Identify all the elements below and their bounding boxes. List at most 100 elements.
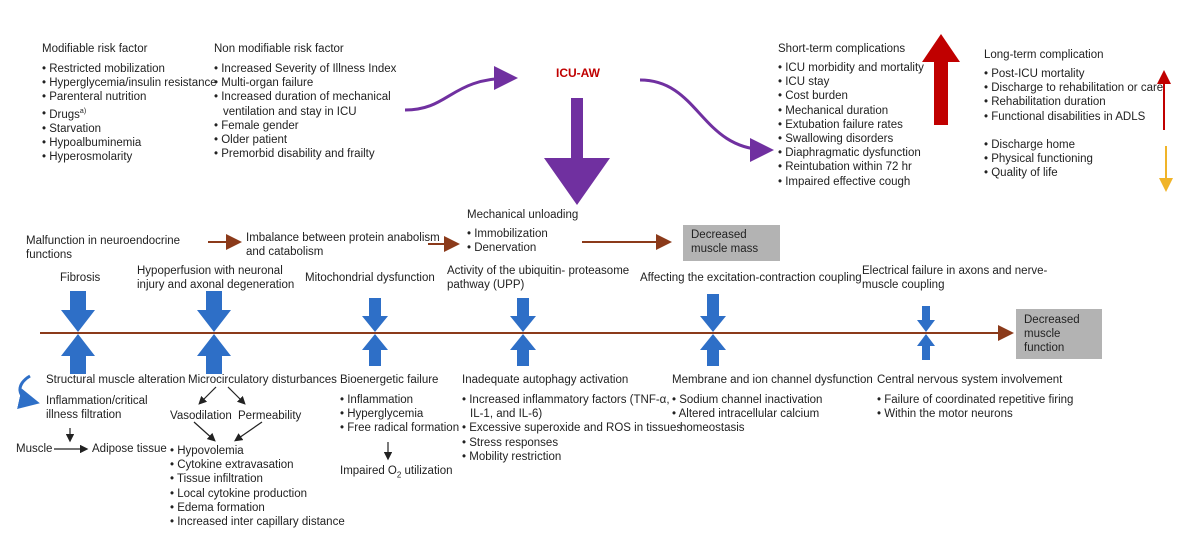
list-item: Excessive superoxide and ROS in tissues [462,421,682,435]
hypoperfusion-line: injury and axonal degeneration [137,279,295,292]
list-item: Hypovolemia [170,444,345,458]
list-item: Stress responses [462,436,682,450]
list-item: Swallowing disorders [778,132,924,146]
impaired-prefix: Impaired O [340,465,397,477]
mito-down-arrow [362,298,388,332]
mechanical-unloading-list: Immobilization Denervation [467,227,578,255]
list-item: Local cytokine production [170,487,345,501]
list-item: Premorbid disability and frailty [214,147,396,161]
list-item: Failure of coordinated repetitive firing [877,393,1073,407]
list-item: ICU stay [778,75,924,89]
upp-label: Activity of the ubiquitin- proteasome pa… [447,264,629,292]
long-term-title: Long-term complication [984,49,1104,61]
muscle-label: Muscle [16,443,53,455]
list-item: Discharge to rehabilitation or care [984,81,1163,95]
short-term-title: Short-term complications [778,43,906,55]
micro-to-permeability-arrow [227,386,246,405]
list-item: Multi-organ failure [214,76,396,90]
modifiable-risk-title: Modifiable risk factor [42,43,148,55]
modifiable-risk-list: Restricted mobilization Hyperglycemia/in… [42,62,217,164]
fibrosis-down-arrow [61,291,95,332]
adipose-label: Adipose tissue [92,443,167,455]
microcirculatory-label: Microcirculatory disturbances [188,374,337,386]
drugs-footnote: a) [79,107,87,115]
permeability-label: Permeability [238,410,302,422]
short-term-block: Short-term complications ICU morbidity a… [778,42,924,189]
upp-up-arrow [510,334,536,366]
upp-line: pathway (UPP) [447,279,525,292]
list-item: Sodium channel inactivation [672,393,822,407]
impaired-suffix: utilization [401,465,453,477]
icuaw-label: ICU-AW [556,66,600,80]
mito-up-arrow [362,334,388,366]
hypoperfusion-line: Hypoperfusion with neuronal [137,265,283,277]
malfunction-line: Malfunction in neuroendocrine [26,235,181,247]
list-item: Cost burden [778,89,924,103]
list-item: Parenteral nutrition [42,90,217,104]
list-item: Hyperosmolarity [42,150,217,164]
fibrosis-label: Fibrosis [60,272,101,284]
list-item: Physical functioning [984,152,1163,166]
list-item: Cytokine extravasation [170,458,345,472]
list-item: Impaired effective cough [778,175,924,189]
list-item: Denervation [467,241,578,255]
list-item: Reintubation within 72 hr [778,160,924,174]
bioenergetic-list: Inflammation Hyperglycemia Free radical … [340,393,459,436]
list-item: Discharge home [984,138,1163,152]
cns-list: Failure of coordinated repetitive firing… [877,393,1073,421]
vasodilation-down-arrow [193,421,216,442]
mechanical-unloading-title: Mechanical unloading [467,209,579,221]
short-term-list: ICU morbidity and mortality ICU stay Cos… [778,61,924,189]
nonmodifiable-risk-list: Increased Severity of Illness Index Mult… [214,62,396,161]
list-item: Drugsa) [42,105,217,122]
excitation-up-arrow [700,334,726,366]
list-item: Within the motor neurons [877,407,1073,421]
imbalance-line: Imbalance between protein anabolism [246,232,440,244]
list-item: Older patient [214,133,396,147]
excitation-down-arrow [700,294,726,332]
decreased-muscle-mass-box: Decreased muscle mass [683,225,780,261]
box-line: function [1024,342,1065,354]
drugs-label: Drugs [49,108,80,121]
membrane-label: Membrane and ion channel dysfunction [672,374,873,386]
upp-line: Activity of the ubiquitin- proteasome [447,265,630,277]
list-item: Free radical formation [340,421,459,435]
hypoperfusion-label: Hypoperfusion with neuronal injury and a… [137,264,294,292]
box-line: Decreased [691,229,747,241]
short-term-increase-arrow [922,34,960,125]
icuaw-down-arrow [544,98,610,205]
malfunction-line: functions [26,249,73,262]
mechanical-unloading-block: Mechanical unloading Immobilization Dene… [467,208,578,255]
modifiable-risk-block: Modifiable risk factor Restricted mobili… [42,42,217,164]
icuaw-to-complications-arrow [639,78,774,162]
list-item: Starvation [42,122,217,136]
bioenergetic-label: Bioenergetic failure [340,374,439,386]
impaired-o2-label: Impaired O2 utilization [340,464,452,483]
membrane-list: Sodium channel inactivation Altered intr… [672,393,823,436]
list-item: Female gender [214,119,396,133]
electrical-down-arrow [917,306,935,332]
list-item-continuation: ventilation and stay in ICU [223,105,357,118]
list-item-continuation: homeostasis [680,422,745,435]
cns-label: Central nervous system involvement [877,374,1063,386]
box-line: Decreased [1024,314,1080,326]
structural-label: Structural muscle alteration [46,374,186,386]
imbalance-line: and catabolism [246,246,324,259]
list-item: Increased Severity of Illness Index [214,62,396,76]
autophagy-label: Inadequate autophagy activation [462,374,629,386]
fibrosis-up-arrow [61,334,95,374]
list-item: Hyperglycemia/insulin resistance [42,76,216,90]
list-item: Inflammation [340,393,459,407]
list-item: Functional disabilities in ADLS [984,110,1163,124]
imbalance-label: Imbalance between protein anabolism and … [246,231,440,259]
excitation-label: Affecting the excitation-contraction cou… [640,272,862,284]
mitochondrial-label: Mitochondrial dysfunction [305,272,435,284]
electrical-label: Electrical failure in axons and nerve- m… [862,264,1047,292]
microcirculatory-list: Hypovolemia Cytokine extravasation Tissu… [170,444,345,529]
blue-double-arrows [61,291,935,374]
list-item: Diaphragmatic dysfunction [778,146,924,160]
hypoperfusion-up-arrow [197,334,231,374]
list-item: Rehabilitation duration [984,95,1163,109]
list-item: Hypoalbuminemia [42,136,217,150]
nonmodifiable-risk-title: Non modifiable risk factor [214,43,344,55]
